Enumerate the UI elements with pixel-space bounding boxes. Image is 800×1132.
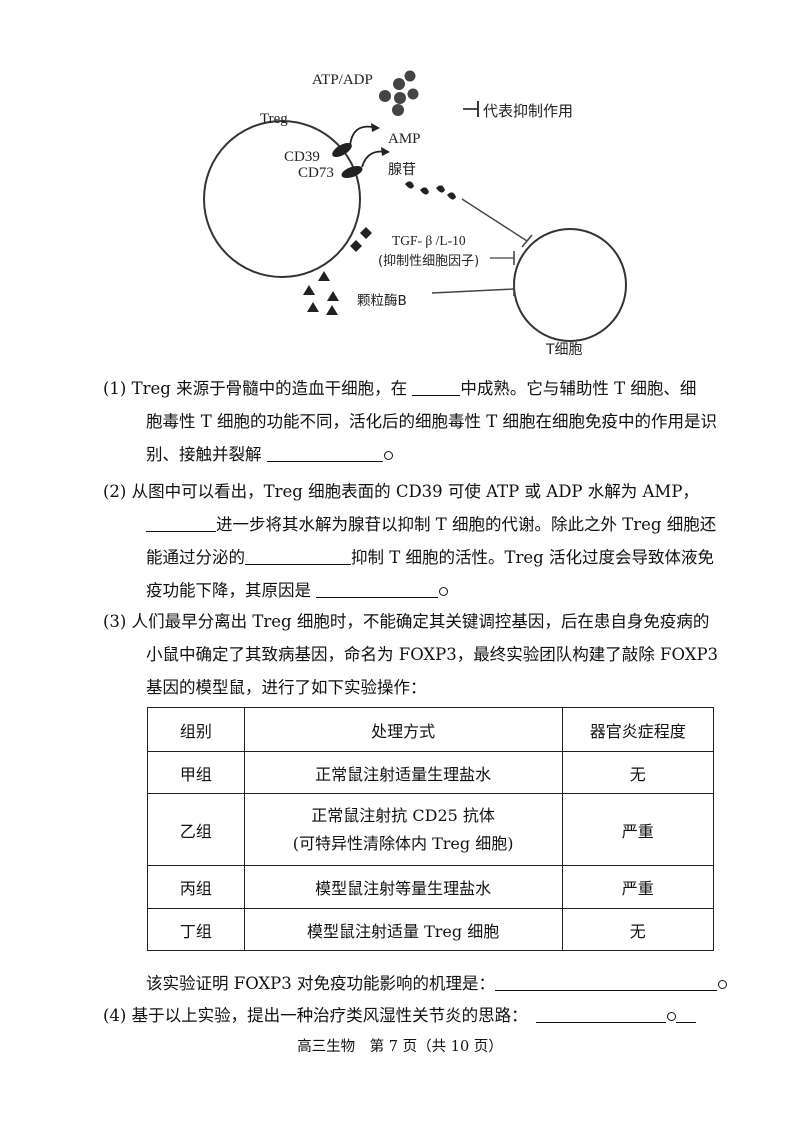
granzyme-triangles [303,271,339,315]
cell-result: 无 [561,751,715,794]
cell-group: 丙组 [147,865,245,909]
cd39-label: CD39 [284,149,320,165]
cd73-label: CD73 [298,165,334,181]
period-mark [666,1012,676,1021]
q1-blank-2[interactable] [266,443,383,462]
q4-line-1: (4) 基于以上实验，提出一种治疗类风湿性关节炎的思路： [103,1004,696,1028]
period-mark [439,587,449,596]
table-row: 乙组 正常鼠注射抗 CD25 抗体 (可特异性清除体内 Treg 细胞) 严重 [147,793,715,866]
atp-adp-label: ATP/ADP [312,72,373,88]
granzyme-label: 颗粒酶B [357,293,407,309]
treg-cell [203,120,361,278]
cell-group: 乙组 [147,793,245,866]
q4-text: (4) 基于以上实验，提出一种治疗类风湿性关节炎的思路： [103,1006,528,1025]
q3-conclusion-text: 该实验证明 FOXP3 对免疫功能影响的机理是： [146,974,496,993]
q2-text-e: 疫功能下降，其原因是 [146,581,317,600]
treg-label: Treg [260,111,288,127]
page-footer: 高三生物 第 7 页（共 10 页） [297,1039,503,1055]
period-mark [383,451,393,460]
q4-blank-1[interactable] [535,1004,666,1023]
table-row: 丙组 模型鼠注射等量生理盐水 严重 [147,865,715,909]
cell-treatment: 正常鼠注射抗 CD25 抗体 (可特异性清除体内 Treg 细胞) [243,793,563,866]
diagram-graphics [203,70,627,342]
q2-text-d: 抑制 T 细胞的活性。Treg 活化过度会导致体液免 [351,548,714,567]
q2-text-b: 进一步将其水解为腺苷以抑制 T 细胞的代谢。除此之外 Treg 细胞还 [216,515,717,534]
q2-line-1: (2) 从图中可以看出，Treg 细胞表面的 CD39 可使 ATP 或 ADP… [103,482,699,501]
q1-text-c: 别、接触并裂解 [146,445,267,464]
cell-result: 严重 [561,793,715,866]
cell-treatment-note: (可特异性清除体内 Treg 细胞) [292,833,514,853]
q3-line-3: 基因的模型鼠，进行了如下实验操作： [146,678,427,697]
q2-line-4: 疫功能下降，其原因是 [146,579,449,603]
cd73-receptor [341,165,363,179]
q3-line-1: (3) 人们最早分离出 Treg 细胞时，不能确定其关键调控基因，后在患自身免疫… [103,612,710,631]
tgf-diamonds [350,227,372,252]
q2-blank-2[interactable] [245,546,351,565]
cell-group: 甲组 [147,751,245,794]
cell-result: 严重 [561,865,715,909]
q1-blank-1[interactable] [412,377,461,396]
cell-treatment-main: 正常鼠注射抗 CD25 抗体 [311,805,495,825]
cd39-receptor [332,143,352,157]
adenosine-drops [405,181,456,200]
amp-label: AMP [388,131,421,147]
atp-adp-dots [379,70,419,116]
q1-line-1: (1) Treg 来源于骨髓中的造血干细胞，在 中成熟。它与辅助性 T 细胞、细 [103,377,696,401]
table-row: 甲组 正常鼠注射适量生理盐水 无 [147,751,715,794]
legend-label: 代表抑制作用 [483,102,574,120]
cell-group: 丁组 [147,908,245,951]
q2-text-c: 能通过分泌的 [146,548,245,567]
table-row: 丁组 模型鼠注射适量 Treg 细胞 无 [147,908,715,951]
adenosine-label: 腺苷 [388,162,416,178]
inhibit-line-granzyme [431,288,515,294]
cell-result: 无 [561,908,715,951]
q2-line-2: 进一步将其水解为腺苷以抑制 T 细胞的代谢。除此之外 Treg 细胞还 [146,513,716,537]
q1-line-2: 胞毒性 T 细胞的功能不同，活化后的细胞毒性 T 细胞在细胞免疫中的作用是识 [146,412,717,431]
tgf-note-label: (抑制性细胞因子) [378,254,480,269]
t-cell [513,228,627,342]
q4-blank-tail [675,1004,696,1023]
immune-diagram: ATP/ADP 代表抑制作用 Treg AMP CD39 CD73 腺苷 TGF… [0,0,800,370]
header-treatment: 处理方式 [243,707,563,752]
q1-text-b: 中成熟。它与辅助性 T 细胞、细 [460,379,697,398]
period-mark [718,980,728,989]
tgf-label: TGF- β /L-10 [392,233,466,248]
q2-blank-1[interactable] [146,513,216,532]
t-cell-label: T细胞 [546,342,583,358]
cell-treatment: 模型鼠注射等量生理盐水 [243,865,563,909]
header-result: 器官炎症程度 [561,707,715,752]
q1-line-3: 别、接触并裂解 [146,443,393,467]
q3-blank-1[interactable] [495,972,718,991]
experiment-table: 组别 处理方式 器官炎症程度 甲组 正常鼠注射适量生理盐水 无 乙组 正常鼠注射… [147,707,715,951]
cell-treatment: 正常鼠注射适量生理盐水 [243,751,563,794]
header-group: 组别 [147,707,245,752]
q3-line-2: 小鼠中确定了其致病基因，命名为 FOXP3，最终实验团队构建了敲除 FOXP3 [146,645,719,664]
q2-line-3: 能通过分泌的 抑制 T 细胞的活性。Treg 活化过度会导致体液免 [146,546,714,570]
q3-conclusion-line: 该实验证明 FOXP3 对免疫功能影响的机理是： [146,972,728,996]
q2-blank-3[interactable] [316,579,439,598]
cell-treatment: 模型鼠注射适量 Treg 细胞 [243,908,563,951]
table-header-row: 组别 处理方式 器官炎症程度 [147,707,715,752]
q1-text-a: (1) Treg 来源于骨髓中的造血干细胞，在 [103,379,413,398]
inhibit-line-adenosine [461,198,528,242]
